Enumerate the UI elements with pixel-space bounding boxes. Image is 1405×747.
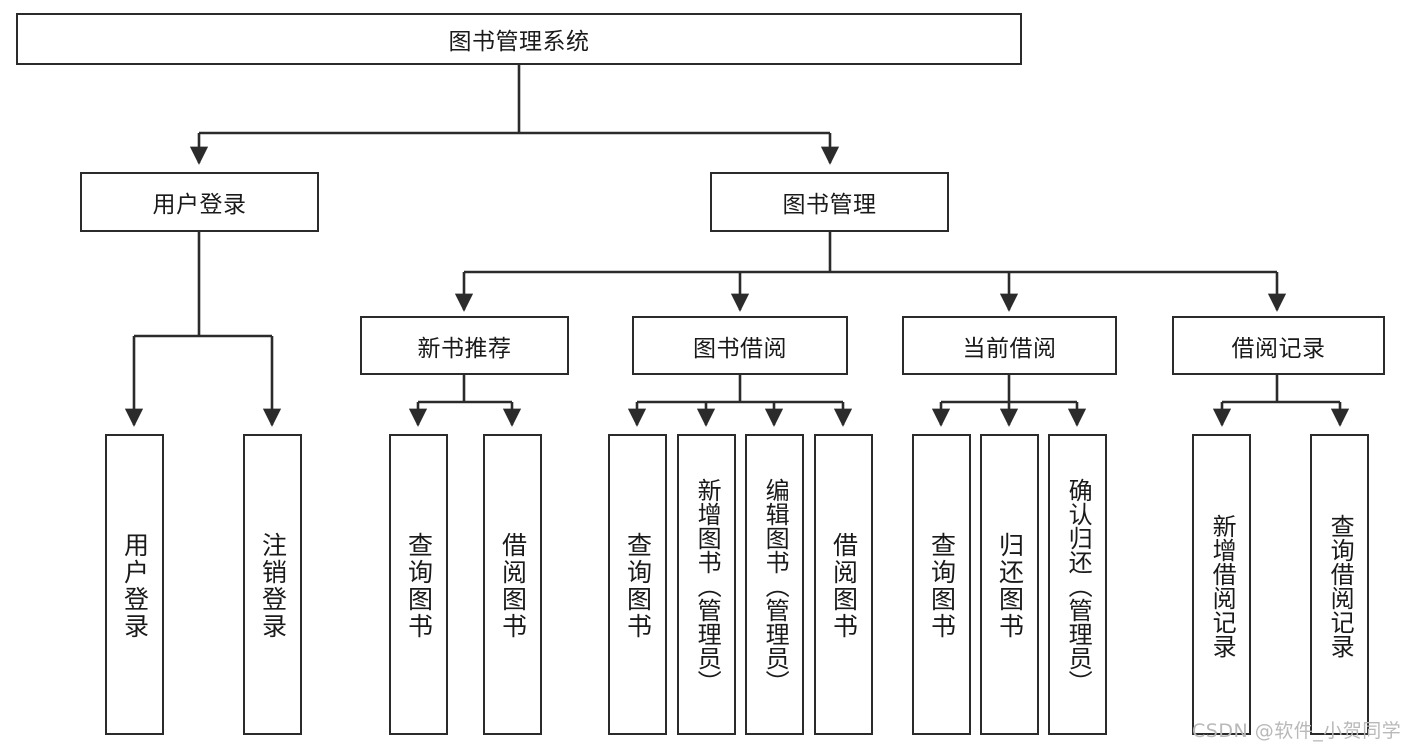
node-book-management[interactable]: 图书管理: [710, 172, 949, 232]
leaf-current-return-book[interactable]: 归还图书: [980, 434, 1039, 735]
leaf-record-query-borrow-record[interactable]: 查询借阅记录: [1310, 434, 1369, 735]
leaf-borrow-query-book[interactable]: 查询图书: [608, 434, 667, 735]
node-borrow-record[interactable]: 借阅记录: [1172, 316, 1385, 375]
leaf-record-add-borrow-record[interactable]: 新增借阅记录: [1192, 434, 1251, 735]
node-new-book-recommend[interactable]: 新书推荐: [360, 316, 569, 375]
node-user-login[interactable]: 用户登录: [80, 172, 319, 232]
leaf-borrow-add-book-admin[interactable]: 新增图书（管理员）: [677, 434, 736, 735]
leaf-borrow-borrow-book[interactable]: 借阅图书: [814, 434, 873, 735]
node-root-system[interactable]: 图书管理系统: [16, 13, 1022, 65]
leaf-current-confirm-return-admin[interactable]: 确认归还（管理员）: [1048, 434, 1107, 735]
leaf-recommend-borrow-book[interactable]: 借阅图书: [483, 434, 542, 735]
leaf-user-login-logout[interactable]: 注销登录: [243, 434, 302, 735]
leaf-borrow-edit-book-admin[interactable]: 编辑图书（管理员）: [745, 434, 804, 735]
leaf-user-login-login[interactable]: 用户登录: [105, 434, 164, 735]
leaf-current-query-book[interactable]: 查询图书: [912, 434, 971, 735]
leaf-recommend-query-book[interactable]: 查询图书: [389, 434, 448, 735]
node-book-borrow[interactable]: 图书借阅: [632, 316, 848, 375]
node-current-borrow[interactable]: 当前借阅: [902, 316, 1117, 375]
